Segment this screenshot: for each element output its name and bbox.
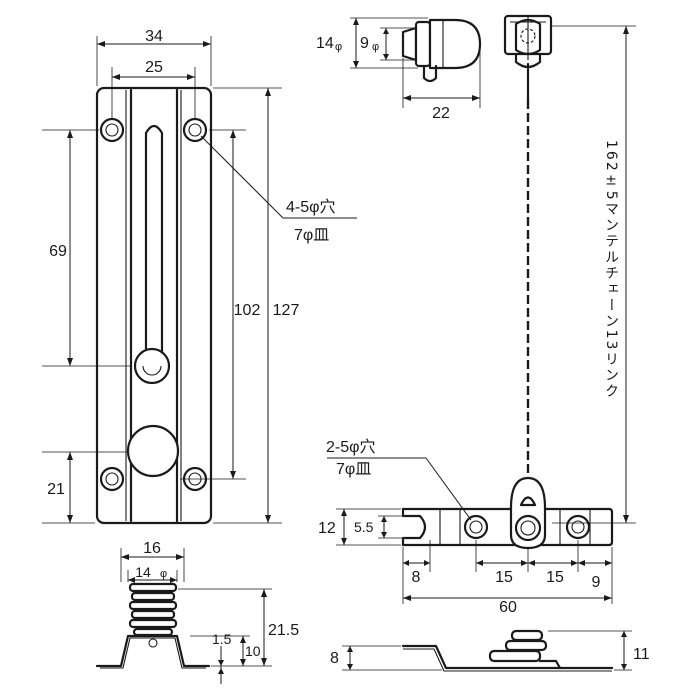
dim-knob-inner: 9 [360, 35, 369, 52]
bolt-slot [144, 124, 164, 354]
dim-catch-left: 8 [412, 569, 421, 586]
dim-hole-spacing-h: 25 [145, 59, 163, 76]
callout-plate-holes: 4-5φ穴 [286, 198, 336, 216]
dim-catch-height: 12 [318, 520, 336, 537]
dim-knob-depth: 22 [432, 105, 450, 122]
main-plate-front-view [95, 86, 213, 525]
callout-catch-holes: 2-5φ穴 [326, 438, 376, 456]
dim-side-base: 10 [245, 643, 261, 659]
dim-catch-side-right: 11 [633, 646, 650, 663]
dim-side-width: 16 [143, 540, 161, 557]
dim-side-inner: 14 [135, 564, 151, 580]
screw-hole [565, 514, 591, 540]
catch-side-view [401, 629, 614, 672]
side-view-dimensions: 16 14 φ 21.5 10 1.5 [120, 540, 299, 684]
phi-symbol: φ [372, 41, 379, 53]
dim-plate-width: 34 [145, 28, 163, 45]
dim-catch-pitch-b: 15 [546, 569, 564, 586]
dim-hole-spacing-v: 69 [49, 243, 67, 260]
callout-plate-csk: 7φ皿 [294, 227, 329, 244]
side-bracket [95, 634, 211, 668]
dim-catch-pitch-a: 15 [495, 569, 513, 586]
callout-catch-csk: 7φ皿 [336, 461, 371, 478]
screw-hole [182, 117, 208, 143]
screw-hole [99, 466, 125, 492]
side-view [95, 582, 211, 669]
chain [526, 25, 636, 524]
phi-symbol: φ [335, 41, 342, 53]
knob-side-view [401, 18, 482, 83]
chain-spec-note: 162±5マンテルチェーン13リンク [603, 140, 619, 399]
dim-height-127: 127 [273, 302, 300, 319]
screw-hole [99, 117, 125, 143]
main-plate-dimensions: 34 25 69 21 102 127 [42, 28, 300, 524]
bolt-boss-large [126, 424, 180, 478]
catch-plate-front-view [401, 476, 614, 550]
dim-bottom-offset: 21 [47, 481, 65, 498]
catch-callout: 2-5φ穴 7φ皿 [326, 438, 472, 521]
dim-side-height: 21.5 [268, 622, 299, 639]
dim-slot-height: 5.5 [354, 519, 374, 535]
dim-catch-right: 9 [592, 574, 601, 591]
knob-dimensions: 14 φ 9 φ 22 [316, 17, 481, 122]
dim-height-102: 102 [234, 302, 261, 319]
plate-hole-callout: 4-5φ穴 7φ皿 [200, 135, 357, 244]
phi-symbol: φ [160, 568, 167, 580]
knob-front-view [503, 14, 553, 69]
bellows-spring [128, 582, 178, 637]
catch-side-dimensions: 8 11 [330, 630, 650, 671]
dim-knob-outer: 14 [316, 35, 334, 52]
dim-catch-side-left: 8 [330, 650, 339, 667]
dim-side-thickness: 1.5 [212, 631, 232, 647]
dim-catch-width: 60 [499, 599, 517, 616]
bolt-knob-small [133, 347, 171, 385]
screw-hole [463, 514, 489, 540]
catch-dimensions: 12 5.5 8 15 15 9 60 [318, 508, 613, 616]
